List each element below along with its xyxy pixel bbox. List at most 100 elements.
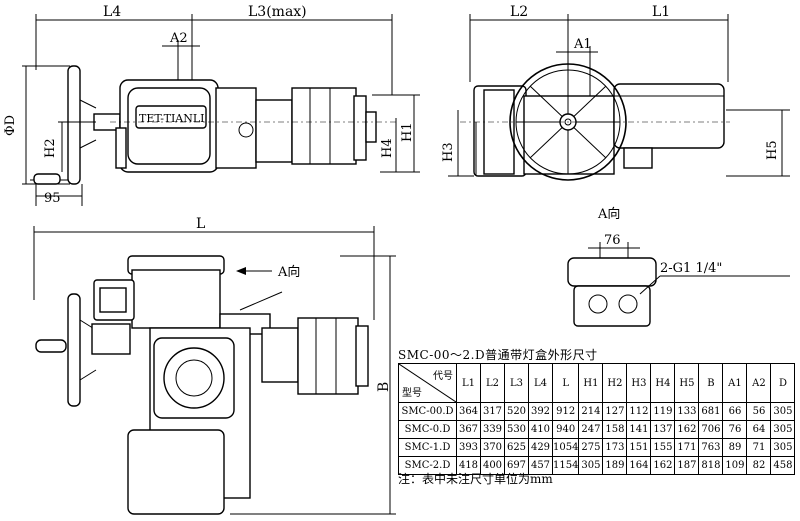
dim-L2-label: L2 [510, 4, 528, 20]
cell: 173 [602, 438, 628, 457]
dim-H2-left-label: H2 [43, 138, 58, 158]
cell: 763 [698, 438, 724, 457]
cell: 64 [746, 420, 772, 439]
col-header: L4 [528, 363, 553, 403]
col-header: H3 [626, 363, 652, 403]
cell: 681 [698, 402, 724, 421]
cell: 189 [602, 456, 628, 475]
cell: 429 [528, 438, 553, 457]
cell: 364 [456, 402, 481, 421]
cell: 151 [626, 438, 652, 457]
cell: 275 [578, 438, 604, 457]
corner-model-label: 型号 [402, 388, 422, 399]
cell: 1054 [551, 438, 580, 457]
dim-H1-label: H1 [400, 122, 415, 142]
dim-L3-label: L3(max) [248, 4, 307, 20]
cell: 706 [698, 420, 724, 439]
cell: 392 [528, 402, 553, 421]
cell: 317 [480, 402, 505, 421]
col-header: L3 [504, 363, 529, 403]
cell: 127 [602, 402, 628, 421]
dim-H5-label: H5 [765, 140, 780, 160]
a-view-detail: A向 76 2-G1 1/4" [567, 206, 790, 327]
col-header: A2 [746, 363, 772, 403]
table-row: SMC-1.D 393 370 625 429 1054 275 173 151… [398, 438, 796, 457]
dim-A2-label: A2 [169, 31, 188, 46]
col-header: H1 [578, 363, 604, 403]
cell: 530 [504, 420, 529, 439]
cell: 339 [480, 420, 505, 439]
cell: 158 [602, 420, 628, 439]
a-direction-label-view: A向 [597, 206, 620, 222]
table-header-row: 代号 型号 L1 L2 L3 L4 L H1 H2 H3 H4 H5 B A1 … [398, 363, 796, 403]
col-header: L2 [480, 363, 505, 403]
col-header: L1 [456, 363, 481, 403]
cell: 141 [626, 420, 652, 439]
row-model: SMC-00.D [398, 402, 457, 421]
dim-L1-label: L1 [652, 4, 670, 20]
cell: 66 [722, 402, 748, 421]
table-row: SMC-0.D 367 339 530 410 940 247 158 141 … [398, 420, 796, 439]
cell: 818 [698, 456, 724, 475]
cell: 89 [722, 438, 748, 457]
dim-76-label: 76 [604, 233, 621, 248]
corner-code-label: 代号 [433, 371, 453, 382]
table-note: 注：表中未注尺寸单位为mm [398, 472, 553, 486]
a-direction-label-main: A向 [277, 264, 300, 280]
dim-A1-label: A1 [573, 37, 592, 52]
cell: 400 [480, 456, 505, 475]
cell: 1154 [551, 456, 580, 475]
dim-phiD-label: ΦD [3, 115, 18, 136]
cell: 367 [456, 420, 481, 439]
dim-B-label: B [376, 382, 392, 392]
cell: 133 [674, 402, 700, 421]
col-header: H5 [674, 363, 700, 403]
cell: 56 [746, 402, 772, 421]
cell: 214 [578, 402, 604, 421]
cell: 137 [650, 420, 676, 439]
cell: 247 [578, 420, 604, 439]
cell: 305 [770, 438, 796, 457]
col-header: A1 [722, 363, 748, 403]
col-header: H2 [602, 363, 628, 403]
dim-L-label: L [196, 216, 205, 232]
cell: 305 [578, 456, 604, 475]
dim-L4-label: L4 [103, 4, 121, 20]
cell: 112 [626, 402, 652, 421]
top-view: L A向 B [33, 216, 396, 515]
front-view: L4 L3(max) A2 ΦD H2 95 TET-TIANLI [3, 4, 420, 206]
cell: 109 [722, 456, 748, 475]
dim-95-label: 95 [44, 191, 61, 206]
cell: 162 [674, 420, 700, 439]
cell: 520 [504, 402, 529, 421]
cell: 625 [504, 438, 529, 457]
cell: 171 [674, 438, 700, 457]
cell: 305 [770, 402, 796, 421]
col-header: D [770, 363, 796, 403]
cell: 940 [551, 420, 580, 439]
dim-H4-label: H4 [380, 138, 395, 158]
port-spec-label: 2-G1 1/4" [660, 261, 722, 276]
cell: 458 [770, 456, 796, 475]
cell: 410 [528, 420, 553, 439]
col-header: H4 [650, 363, 676, 403]
col-header: L [551, 363, 580, 403]
table-corner-cell: 代号 型号 [398, 363, 457, 403]
cell: 912 [551, 402, 580, 421]
cell: 71 [746, 438, 772, 457]
col-header: B [698, 363, 724, 403]
table-row: SMC-2.D 418 400 697 457 1154 305 189 164… [398, 456, 796, 475]
nameplate-text: TET-TIANLI [139, 112, 205, 125]
row-model: SMC-0.D [398, 420, 457, 439]
side-view: L2 L1 A1 H3 H5 [441, 4, 790, 181]
cell: 82 [746, 456, 772, 475]
dim-H3-label: H3 [441, 142, 456, 162]
dimension-table: 代号 型号 L1 L2 L3 L4 L H1 H2 H3 H4 H5 B A1 … [398, 363, 796, 475]
row-model: SMC-1.D [398, 438, 457, 457]
cell: 119 [650, 402, 676, 421]
cell: 162 [650, 456, 676, 475]
cell: 164 [626, 456, 652, 475]
cell: 76 [722, 420, 748, 439]
table-row: SMC-00.D 364 317 520 392 912 214 127 112… [398, 402, 796, 421]
